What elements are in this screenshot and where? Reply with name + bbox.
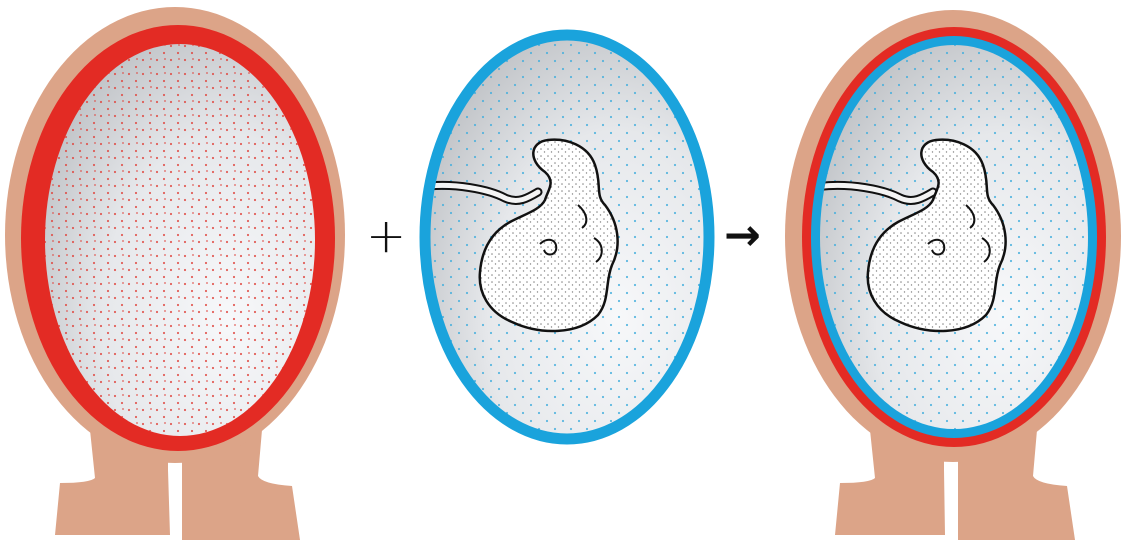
amnion-middle	[420, 35, 709, 439]
arrow-icon: →	[724, 214, 761, 258]
uterus-left	[5, 7, 345, 540]
stipple-left	[45, 44, 315, 436]
plus-sign: +	[366, 212, 406, 260]
uterus-right	[785, 10, 1121, 540]
